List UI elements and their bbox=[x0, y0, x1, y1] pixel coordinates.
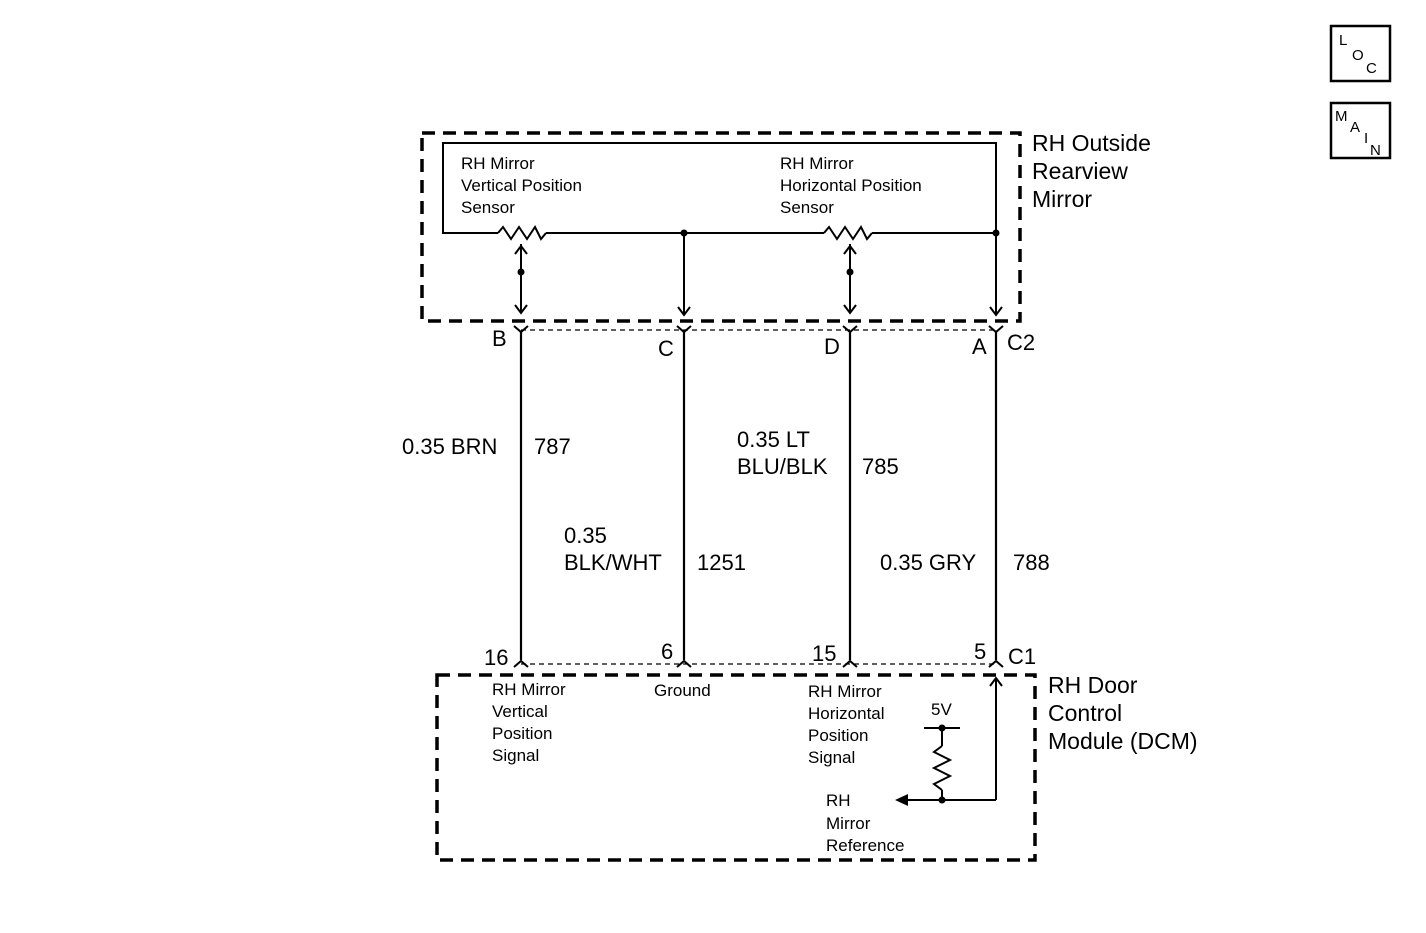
svg-text:Mirror: Mirror bbox=[826, 814, 871, 833]
svg-text:RH Outside: RH Outside bbox=[1032, 130, 1151, 156]
vertical-sensor-resistor bbox=[497, 225, 547, 241]
horizontal-sensor-label: RH Mirror Horizontal Position Sensor bbox=[780, 154, 922, 217]
svg-text:Position: Position bbox=[492, 724, 552, 743]
svg-text:Reference: Reference bbox=[826, 836, 904, 855]
wire-788-color: 0.35 GRY bbox=[880, 550, 977, 575]
wire-1251-circuit: 1251 bbox=[697, 550, 746, 575]
svg-text:A: A bbox=[1350, 119, 1360, 136]
svg-text:RH Mirror: RH Mirror bbox=[780, 154, 854, 173]
svg-text:Signal: Signal bbox=[492, 746, 539, 765]
vertical-signal-label: RH Mirror Vertical Position Signal bbox=[492, 680, 566, 765]
pin-c1-16: 16 bbox=[484, 645, 508, 670]
svg-text:Signal: Signal bbox=[808, 748, 855, 767]
svg-text:Horizontal: Horizontal bbox=[808, 704, 885, 723]
wires bbox=[519, 332, 998, 660]
mirror-component-box bbox=[420, 131, 1022, 323]
wire-787-circuit: 787 bbox=[534, 434, 571, 459]
svg-text:Control: Control bbox=[1048, 700, 1122, 726]
pin-c1-15: 15 bbox=[812, 641, 836, 666]
loc-button[interactable]: L O C bbox=[1329, 24, 1392, 83]
svg-text:RH Mirror: RH Mirror bbox=[492, 680, 566, 699]
pin-c2-a: A bbox=[972, 334, 987, 359]
svg-text:Sensor: Sensor bbox=[461, 198, 515, 217]
mirror-title: RH Outside Rearview Mirror bbox=[1032, 130, 1151, 212]
svg-text:Vertical Position: Vertical Position bbox=[461, 176, 582, 195]
svg-text:RH Mirror: RH Mirror bbox=[461, 154, 535, 173]
svg-text:Mirror: Mirror bbox=[1032, 186, 1092, 212]
horizontal-sensor-resistor bbox=[823, 225, 873, 241]
dcm-title: RH Door Control Module (DCM) bbox=[1048, 672, 1198, 754]
wire-785-color-2: BLU/BLK bbox=[737, 454, 828, 479]
svg-text:C: C bbox=[1366, 60, 1377, 77]
connector-c2-name: C2 bbox=[1007, 330, 1035, 355]
svg-text:I: I bbox=[1364, 130, 1368, 147]
reference-arrow-icon bbox=[895, 794, 908, 806]
connector-c2-terminals bbox=[513, 325, 1004, 334]
svg-text:N: N bbox=[1370, 142, 1381, 159]
svg-text:Rearview: Rearview bbox=[1032, 158, 1128, 184]
pullup-resistor bbox=[931, 745, 953, 791]
connector-c1-name: C1 bbox=[1008, 644, 1036, 669]
main-button[interactable]: M A I N bbox=[1329, 101, 1392, 160]
svg-text:Sensor: Sensor bbox=[780, 198, 834, 217]
pin-c1-5: 5 bbox=[974, 639, 986, 664]
wire-785-color-1: 0.35 LT bbox=[737, 427, 810, 452]
pin-c2-d: D bbox=[824, 334, 840, 359]
svg-text:O: O bbox=[1352, 47, 1364, 64]
reference-label: RH Mirror Reference bbox=[826, 791, 904, 855]
svg-text:L: L bbox=[1339, 32, 1347, 49]
pin-c2-c: C bbox=[658, 336, 674, 361]
horizontal-signal-label: RH Mirror Horizontal Position Signal bbox=[808, 682, 885, 767]
pin-c2-b: B bbox=[492, 326, 507, 351]
svg-text:M: M bbox=[1335, 108, 1348, 125]
wire-1251-color-1: 0.35 bbox=[564, 523, 607, 548]
wire-1251-color-2: BLK/WHT bbox=[564, 550, 662, 575]
reference-circuit: 5V bbox=[895, 676, 1003, 806]
wire-788-circuit: 788 bbox=[1013, 550, 1050, 575]
dcm-component-box bbox=[435, 673, 1037, 862]
svg-text:RH Mirror: RH Mirror bbox=[808, 682, 882, 701]
connector-c1-terminals bbox=[513, 659, 1004, 668]
svg-text:Position: Position bbox=[808, 726, 868, 745]
svg-text:RH: RH bbox=[826, 791, 851, 810]
sensor-circuit bbox=[442, 142, 1003, 317]
wire-785-circuit: 785 bbox=[862, 454, 899, 479]
vertical-sensor-label: RH Mirror Vertical Position Sensor bbox=[461, 154, 582, 217]
pin-c1-6: 6 bbox=[661, 639, 673, 664]
svg-text:Horizontal Position: Horizontal Position bbox=[780, 176, 922, 195]
svg-text:Vertical: Vertical bbox=[492, 702, 548, 721]
wire-787-color: 0.35 BRN bbox=[402, 434, 497, 459]
svg-text:Module (DCM): Module (DCM) bbox=[1048, 728, 1198, 754]
svg-text:RH Door: RH Door bbox=[1048, 672, 1138, 698]
ground-label: Ground bbox=[654, 681, 711, 700]
supply-5v-label: 5V bbox=[931, 700, 952, 719]
